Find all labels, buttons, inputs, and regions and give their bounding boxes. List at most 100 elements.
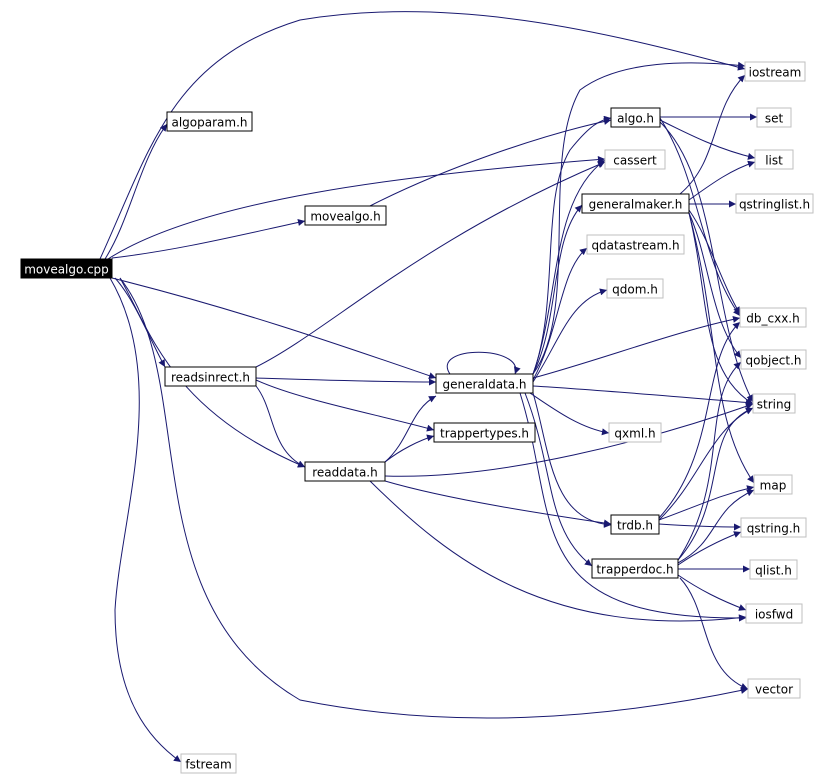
node-qdom-h: qdom.h (606, 278, 664, 299)
node-iostream: iostream (744, 61, 806, 82)
edge-generaldata-h-to-trapperdoc-h (524, 392, 593, 567)
node-readsinrect-h[interactable]: readsinrect.h (164, 366, 257, 387)
node-box (586, 234, 685, 255)
node-label: trdb.h (617, 519, 653, 533)
node-label: qstringlist.h (739, 198, 810, 212)
node-readdata-h[interactable]: readdata.h (304, 461, 386, 482)
edge-generalmaker-h-to-string (688, 212, 754, 405)
node-box (433, 422, 536, 443)
node-label: algoparam.h (171, 116, 247, 130)
edge-trdb-h-to-db-cxx-h (658, 321, 741, 519)
node-trappertypes-h[interactable]: trappertypes.h (433, 422, 536, 443)
edge-movealgo-cpp-to-fstream (109, 277, 182, 763)
node-set: set (756, 107, 792, 128)
edge-generaldata-h-to-iosfwd (519, 392, 747, 622)
node-algoparam-h[interactable]: algoparam.h (166, 111, 253, 132)
edge-readsinrect-h-to-readdata-h (255, 385, 306, 468)
node-label: movealgo.cpp (24, 263, 109, 277)
node-box (604, 149, 666, 170)
node-map: map (753, 474, 793, 495)
node-box (756, 107, 792, 128)
node-label: fstream (185, 758, 231, 772)
node-box (610, 514, 660, 535)
edge-readdata-h-to-trdb-h (384, 480, 612, 527)
node-qlist-h: qlist.h (749, 559, 798, 580)
node-label: qxml.h (614, 427, 655, 441)
node-movealgo-h[interactable]: movealgo.h (304, 205, 387, 226)
node-box (745, 603, 803, 624)
node-box (166, 111, 253, 132)
node-list: list (754, 149, 794, 170)
edge-generaldata-h-to-cassert (532, 159, 606, 375)
edge-readdata-h-to-iosfwd (369, 480, 747, 622)
edge-movealgo-cpp-to-movealgo-h (111, 219, 306, 259)
node-label: qstring.h (747, 522, 800, 536)
node-box (304, 205, 387, 226)
node-label: string (757, 398, 791, 412)
edge-trdb-h-to-string (658, 407, 754, 521)
node-box (754, 149, 794, 170)
node-trapperdoc-h[interactable]: trapperdoc.h (591, 558, 679, 579)
node-box (744, 61, 806, 82)
node-algo-h[interactable]: algo.h (610, 107, 661, 128)
edge-movealgo-cpp-to-vector (119, 277, 749, 719)
node-label: trapperdoc.h (596, 563, 673, 577)
node-box (435, 373, 534, 394)
node-box (180, 753, 237, 774)
edge-generalmaker-h-to-db-cxx-h (688, 209, 741, 315)
node-label: generalmaker.h (589, 198, 683, 212)
edge-movealgo-cpp-to-generaldata-h (111, 277, 437, 380)
node-label: generaldata.h (442, 378, 526, 392)
node-cassert: cassert (604, 149, 666, 170)
edge-generalmaker-h-to-iostream (679, 74, 746, 195)
node-label: qdom.h (612, 283, 658, 297)
edge-readdata-h-to-generaldata-h (384, 395, 437, 463)
edge-generaldata-h-to-algo-h (532, 115, 612, 375)
edge-trapperdoc-h-to-string (677, 407, 754, 561)
node-label: qdatastream.h (591, 239, 679, 253)
node-qobject-h: qobject.h (740, 349, 807, 370)
node-box (304, 461, 386, 482)
edge-readsinrect-h-to-trappertypes-h (255, 379, 435, 432)
edge-trdb-h-to-qstring-h (658, 523, 742, 531)
edge-trapperdoc-h-to-qobject-h (677, 361, 742, 561)
node-box (740, 349, 807, 370)
node-generaldata-h[interactable]: generaldata.h (435, 373, 534, 394)
node-fstream: fstream (180, 753, 237, 774)
node-box (740, 517, 807, 538)
node-trdb-h[interactable]: trdb.h (610, 514, 660, 535)
node-label: set (765, 112, 784, 126)
edge-generaldata-h-to-string (532, 385, 754, 406)
edge-generaldata-h-to-generaldata-h (446, 351, 521, 375)
node-qdatastream-h: qdatastream.h (586, 234, 685, 255)
node-box (608, 422, 662, 443)
node-label: list (765, 154, 783, 168)
edge-readdata-h-to-trappertypes-h (384, 434, 435, 463)
edge-readdata-h-to-string (384, 403, 754, 477)
node-qxml-h: qxml.h (608, 422, 662, 443)
node-iosfwd: iosfwd (745, 603, 803, 624)
node-generalmaker-h[interactable]: generalmaker.h (581, 193, 690, 214)
node-box (610, 107, 661, 128)
edge-movealgo-cpp-to-readsinrect-h (114, 277, 166, 368)
node-box (739, 307, 807, 328)
node-label: iosfwd (755, 608, 793, 622)
edge-algo-h-to-db-cxx-h (659, 117, 741, 317)
edge-algo-h-to-list (659, 119, 756, 160)
edge-movealgo-cpp-to-algoparam-h (104, 123, 168, 260)
edge-generaldata-h-to-iostream (532, 61, 746, 375)
node-qstringlist-h: qstringlist.h (735, 193, 814, 214)
node-box (753, 474, 793, 495)
edge-readsinrect-h-to-generaldata-h (255, 377, 437, 386)
node-box (20, 258, 113, 279)
edge-trapperdoc-h-to-vector (679, 577, 749, 690)
node-label: trappertypes.h (440, 427, 529, 441)
node-label: qobject.h (745, 354, 801, 368)
node-label: qlist.h (755, 564, 792, 578)
nodes-layer: movealgo.cpp iostream algoparam.h set algo.h… (20, 61, 814, 774)
node-movealgo-cpp[interactable]: movealgo.cpp (20, 258, 113, 279)
node-label: movealgo.h (310, 210, 380, 224)
edge-generaldata-h-to-trdb-h (532, 392, 612, 528)
node-box (747, 678, 801, 699)
